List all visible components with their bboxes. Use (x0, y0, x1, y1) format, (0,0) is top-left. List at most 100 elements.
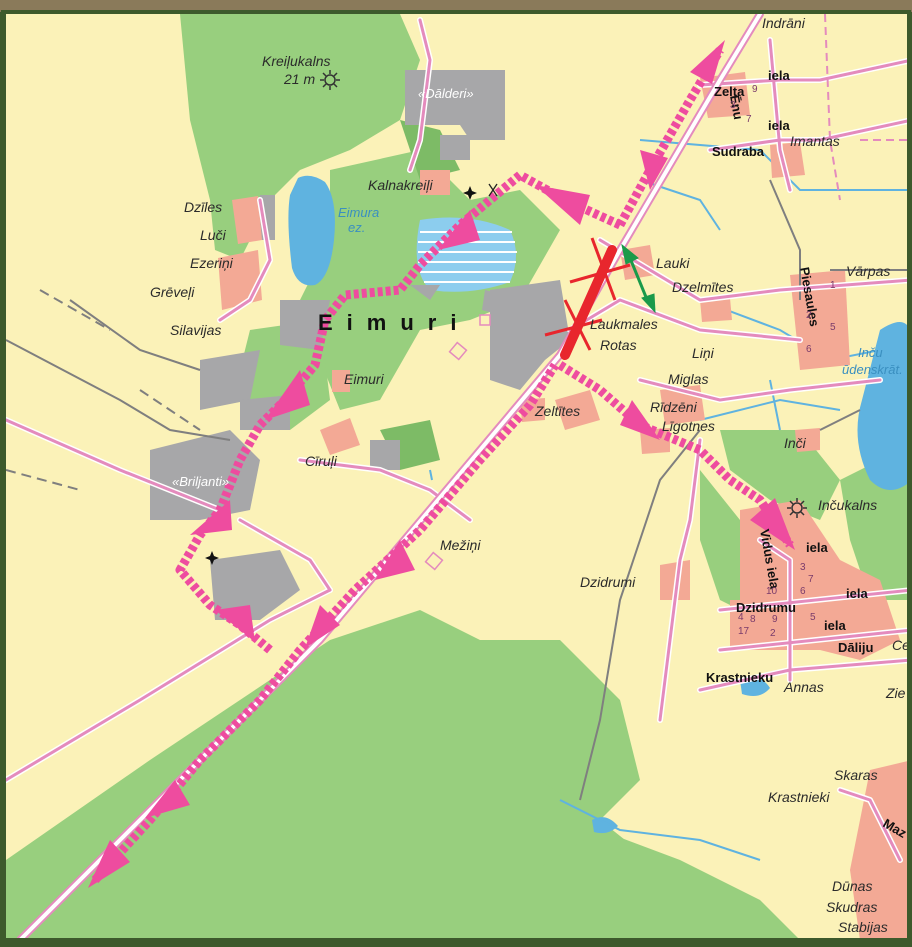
label-skudras: Skudras (826, 899, 877, 915)
arrow-ridzeni (620, 400, 660, 440)
label-lini: Liņi (692, 345, 715, 361)
house-number: 7 (746, 114, 752, 125)
house-number: 17 (738, 626, 750, 637)
arrow-south (640, 150, 668, 190)
house-number: 5 (830, 322, 836, 333)
label-ciruli: Cīruļi (305, 453, 338, 469)
house-number: 3 (730, 100, 736, 111)
label-inci: Inči (784, 435, 807, 451)
monument-icon (488, 183, 498, 197)
house-numbers: 3 9 7 1 5 2 6 3 7 10 6 8 9 5 17 2 4 (730, 84, 836, 639)
arrow-north (690, 40, 725, 84)
label-lauki: Lauki (656, 255, 690, 271)
label-sudraba: Sudraba (712, 144, 765, 159)
label-dzidrumu: Dzidrumu (736, 600, 796, 615)
arrow-south-west (215, 605, 255, 642)
label-eimuri: Eimuri (344, 371, 385, 387)
label-zelta: Zelta (714, 84, 745, 99)
label-zie: Zie (885, 685, 906, 701)
small-structures (424, 314, 491, 571)
house-number: 7 (808, 574, 814, 585)
arrow-highway-sw (145, 780, 190, 818)
label-luci: Luči (200, 227, 227, 243)
house-number: 2 (770, 628, 776, 639)
label-miglas: Miglas (668, 371, 708, 387)
house-number: 6 (806, 344, 812, 355)
railway-lines (6, 179, 910, 801)
label-iela-c: iela (824, 618, 846, 633)
industrial-areas (150, 70, 570, 620)
label-incukalns: Inčukalns (818, 497, 877, 513)
label-krastnieku: Krastnieku (706, 670, 773, 685)
church-icon-briljanti (205, 551, 219, 565)
forest-areas (6, 14, 910, 940)
kreilukalns-hill-icon (320, 70, 340, 90)
label-dzelmites: Dzelmītes (672, 279, 733, 295)
label-iela-a: iela (806, 540, 828, 555)
label-ligotnes: Līgotnes (662, 418, 715, 434)
label-greveli: Grēveļi (150, 284, 195, 300)
roads (6, 18, 910, 862)
house-number: 3 (800, 562, 806, 573)
arrow-highway-south (305, 605, 340, 648)
label-dunas: Dūnas (832, 878, 872, 894)
house-number: 9 (752, 84, 758, 95)
label-ce: Ce (892, 637, 910, 653)
label-annas: Annas (783, 679, 824, 695)
label-indrani: Indrāni (762, 15, 806, 31)
label-eimuri-settlement: Eimuri (318, 310, 470, 335)
label-varpas: Vārpas (846, 263, 890, 279)
house-number: 2 (806, 310, 812, 321)
house-number: 6 (800, 586, 806, 597)
label-incu: Inču (858, 345, 883, 360)
house-number: 1 (830, 280, 836, 291)
label-kreilukalns: Kreiļukalns (262, 53, 330, 69)
arrow-highway-end (88, 840, 130, 888)
arrow-mezini (375, 540, 415, 580)
detour-arrows (88, 40, 795, 888)
label-laukmales: Laukmales (590, 316, 658, 332)
arrow-kalnakreili (438, 210, 480, 250)
water-bodies (288, 139, 910, 861)
house-number: 5 (810, 612, 816, 623)
two-way-arrow (621, 243, 656, 314)
top-edge-strip (0, 0, 912, 12)
label-krastnieki: Krastnieki (768, 789, 830, 805)
label-kalnakreili: Kalnakreiļi (368, 177, 433, 193)
closure-mark-top (590, 237, 617, 301)
label-iela-b: iela (846, 586, 868, 601)
house-number: 10 (766, 586, 778, 597)
road-closure (544, 237, 631, 360)
boundary-lines (824, 14, 910, 201)
markers (205, 70, 807, 565)
arrow-incukalns (750, 498, 795, 550)
label-imantas: Imantas (790, 133, 840, 149)
label-stabijas: Stabijas (838, 919, 888, 935)
church-icon (463, 186, 477, 200)
label-eimura-lake: Eimura (338, 205, 379, 220)
label-eimura-ez: ez. (348, 220, 365, 235)
label-rotas: Rotas (600, 337, 637, 353)
house-number: 8 (750, 614, 756, 625)
label-udenskrat: ūdenskrāt. (842, 362, 903, 377)
label-mezini: Mežiņi (440, 537, 481, 553)
label-ridzeni: Rīdzēni (650, 399, 698, 415)
label-ezerini: Ezeriņi (190, 255, 234, 271)
label-zelta-iela: iela (768, 68, 790, 83)
label-silavijas: Silavijas (170, 322, 221, 338)
label-zeltites: Zeltītes (534, 403, 580, 419)
label-skaras: Skaras (834, 767, 878, 783)
house-number: 9 (772, 614, 778, 625)
label-dziles: Dzīles (184, 199, 222, 215)
house-number: 4 (738, 612, 744, 623)
arrow-west (535, 185, 590, 225)
arrow-eimuri (265, 370, 310, 420)
map-border (1, 10, 911, 942)
label-kreilukalns-height: 21 m (283, 71, 315, 87)
label-dzidrumi: Dzidrumi (580, 574, 636, 590)
label-briljanti: «Briljanti» (172, 474, 229, 489)
label-daliju: Dāliju (838, 640, 873, 655)
label-dalderi: «Dālderi» (418, 86, 474, 101)
